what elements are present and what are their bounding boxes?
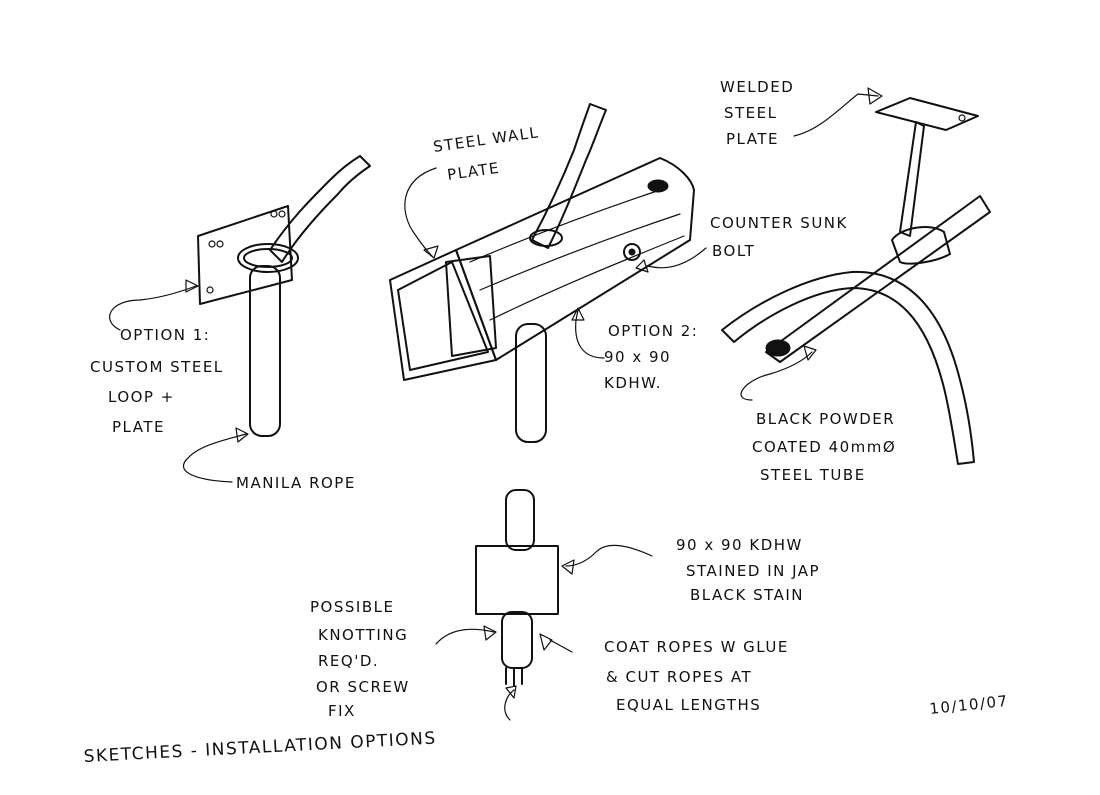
steel-loop	[237, 243, 299, 273]
stained-block	[475, 545, 559, 615]
label-line: & CUT ROPES AT	[606, 668, 752, 686]
option-3-drawing	[721, 87, 991, 465]
label-kdhw-stained: 90 x 90 KDHW STAINED IN JAP BLACK STAIN	[676, 536, 820, 604]
label-line: BOLT	[712, 242, 755, 260]
rope-upper-2	[531, 103, 607, 249]
bolt-hole-top	[647, 179, 669, 193]
label-line: POSSIBLE	[310, 598, 394, 616]
tube-clamp	[891, 225, 951, 265]
option-2-drawing	[389, 103, 707, 443]
label-line: COUNTER SUNK	[710, 214, 848, 232]
label-line: KDHW.	[604, 374, 662, 392]
label-line: WELDED	[720, 78, 794, 96]
label-line: OPTION 2:	[608, 322, 698, 340]
label-line: 90 x 90	[604, 348, 671, 366]
steel-tube	[765, 195, 991, 363]
label-line: BLACK STAIN	[690, 586, 804, 604]
label-black-powder-tube: BLACK POWDER COATED 40mmØ STEEL TUBE	[752, 410, 896, 484]
rope-upper-1	[269, 155, 371, 263]
label-line: PLATE	[112, 418, 165, 436]
label-steel-wall-plate: STEEL WALL PLATE	[432, 123, 540, 184]
label-line: PLATE	[726, 130, 779, 148]
label-coat-ropes: COAT ROPES W GLUE & CUT ROPES AT EQUAL L…	[604, 638, 789, 714]
label-manila-rope: MANILA ROPE	[236, 474, 356, 492]
kdhw-timber	[455, 157, 695, 361]
label-line: 90 x 90 KDHW	[676, 536, 803, 554]
label-option-1: OPTION 1: CUSTOM STEEL LOOP + PLATE	[90, 326, 224, 436]
label-line: EQUAL LENGTHS	[616, 696, 761, 714]
label-line: KNOTTING	[318, 626, 408, 644]
label-date: 10/10/07	[929, 692, 1010, 718]
label-welded-steel-plate: WELDED STEEL PLATE	[720, 78, 794, 148]
label-line: COATED 40mmØ	[752, 438, 896, 456]
label-possible-knotting: POSSIBLE KNOTTING REQ'D. OR SCREW FIX	[310, 598, 410, 720]
label-line: OPTION 1:	[120, 326, 210, 344]
label-option-2: OPTION 2: 90 x 90 KDHW.	[604, 322, 698, 392]
counter-sunk-bolt-icon	[623, 243, 641, 261]
rope-draped	[721, 270, 975, 465]
label-line: OR SCREW	[316, 678, 410, 696]
label-counter-sunk-bolt: COUNTER SUNK BOLT	[710, 214, 848, 260]
label-line: LOOP +	[108, 388, 175, 406]
label-line: BLACK POWDER	[756, 410, 895, 428]
rope-detail-top	[505, 489, 535, 551]
detail-drawing	[435, 489, 653, 721]
hanger-rod	[899, 121, 925, 237]
steel-plate-1	[197, 205, 293, 305]
label-line: PLATE	[446, 159, 501, 184]
welded-steel-plate	[875, 97, 979, 131]
label-line: STEEL WALL	[432, 123, 540, 156]
label-line: CUSTOM STEEL	[90, 358, 224, 376]
label-line: COAT ROPES W GLUE	[604, 638, 789, 656]
label-line: FIX	[328, 702, 356, 720]
rope-detail-bottom	[501, 611, 533, 669]
sketch-title: SKETCHES - INSTALLATION OPTIONS	[83, 729, 437, 767]
label-line: STAINED IN JAP	[686, 562, 820, 580]
tube-end	[765, 339, 791, 357]
rope-lower-1	[249, 265, 281, 437]
rope-lower-2	[515, 323, 547, 443]
label-line: STEEL	[724, 104, 778, 122]
label-line: STEEL TUBE	[760, 466, 866, 484]
option-1-drawing	[109, 155, 371, 483]
label-line: REQ'D.	[318, 652, 379, 670]
end-grain	[445, 255, 497, 357]
